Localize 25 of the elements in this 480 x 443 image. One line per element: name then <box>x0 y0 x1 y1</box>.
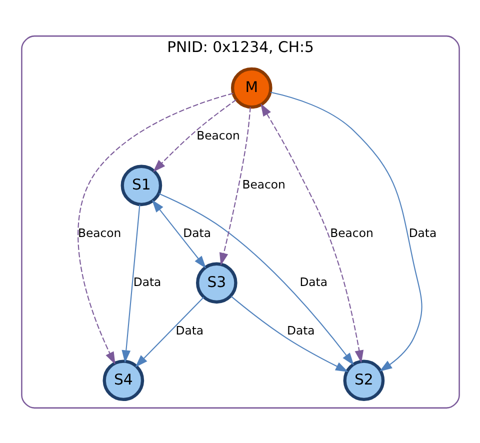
arrow <box>134 296 204 367</box>
edge-label: Data <box>182 226 210 240</box>
node-circle: S3 <box>196 262 237 304</box>
edge-label: Data <box>132 274 161 288</box>
edge-label: Data <box>408 226 436 240</box>
edge-label: Data <box>299 274 328 288</box>
arrow <box>230 295 348 372</box>
edge-label: Beacon <box>330 226 373 240</box>
arrow <box>218 106 250 266</box>
node-circle: S2 <box>342 359 384 401</box>
edge-label: Beacon <box>196 128 240 142</box>
arrow <box>158 192 354 365</box>
node-circle: M <box>230 66 272 108</box>
arrow <box>121 204 140 362</box>
arrow <box>270 91 422 372</box>
edge-label: Beacon <box>242 176 285 191</box>
arrow <box>260 102 364 363</box>
edge-label: Beacon <box>77 226 121 240</box>
edge-label: Data <box>286 323 314 338</box>
arrow <box>77 92 233 364</box>
arrow <box>151 199 206 268</box>
node-circle: S1 <box>120 164 162 206</box>
arrow <box>152 98 236 172</box>
node-circle: S4 <box>102 359 144 401</box>
edge-label: Data <box>175 323 204 338</box>
